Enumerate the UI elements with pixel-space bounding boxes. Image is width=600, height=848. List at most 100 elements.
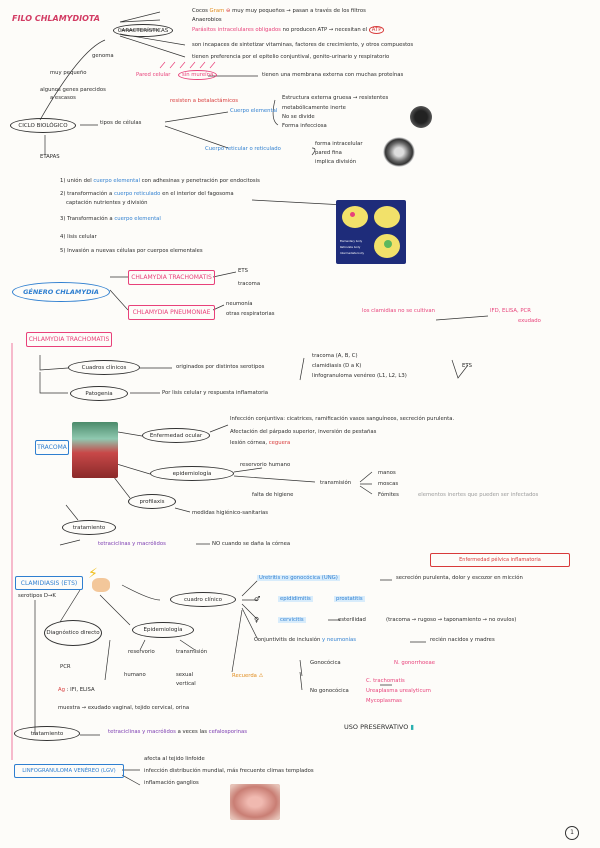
ag-label: Ag <box>58 687 65 693</box>
trachomatis-box-2: CHLAMYDIA TRACHOMATIS <box>26 332 112 347</box>
no-atp: no producen ATP <box>282 27 328 33</box>
resisten-label: resisten a betalactámicos <box>170 98 239 104</box>
transmision-label: transmisión <box>320 480 352 486</box>
ifi-label: IFI, ELISA <box>70 687 95 693</box>
preservativo-row: USO PRESERVATIVO ▮ <box>344 723 414 731</box>
falta-label: falta de higiene <box>252 492 294 498</box>
uso-label: USO PRESERVATIVO <box>344 723 409 731</box>
page-number: 1 <box>565 826 579 840</box>
caracteristicas-node: CARACTERÍSTICAS <box>113 24 173 37</box>
e2-c: en el interior del fagosoma <box>162 191 234 197</box>
etapa-1: 1) unión del cuerpo elemental con adhesi… <box>60 178 260 184</box>
epidemiologia-node: epidemiología <box>150 466 234 481</box>
e1-a: 1) unión del <box>60 178 92 184</box>
neumonias-label: y neumonías <box>322 637 357 643</box>
pelvis-icon <box>92 578 110 592</box>
sin-mureina: sin mureína <box>178 70 218 81</box>
otras-label: otras respiratorias <box>226 311 275 317</box>
sexual-label: sexual <box>176 672 194 678</box>
ocular-3a: lesión córnea, <box>230 440 268 446</box>
esterilidad-desc: (tracoma → rugoso → taponamiento → no ov… <box>386 617 517 623</box>
tratamiento2-row: tetraciclinas y macrólidos a veces las c… <box>108 729 247 735</box>
male-icon: ♂ <box>254 595 261 603</box>
cultivo-label: los clamidias no se cultivan <box>362 308 435 314</box>
no-gonococica-label: No gonocócica <box>310 688 349 694</box>
cocos-desc: muy muy pequeños <box>232 8 285 14</box>
ce-1: Estructura externa gruesa → resistentes <box>282 95 389 101</box>
ifd-label: IFD, ELISA, PCR <box>490 308 531 314</box>
tipos-label: tipos de células <box>100 120 142 126</box>
lightning-icon: ⚡ <box>88 566 98 582</box>
etapa-3: 3) Transformación a cuerpo elemental <box>60 216 161 222</box>
e1-c: con adhesinas y penetración por endocito… <box>141 178 260 184</box>
e2-a: 2) transformación a <box>60 191 113 197</box>
epidemiologia2-node: Epidemiología <box>132 622 194 638</box>
char-parasitos: Parásitos intracelulares obligados no pr… <box>192 26 385 34</box>
etapa-5: 5) Invasión a nuevas células por cuerpos… <box>60 248 203 254</box>
ctrach-label: C. trachomatis <box>366 678 405 684</box>
muestra-label: muestra → exudado vaginal, tejido cervic… <box>58 705 190 711</box>
tracoma-box: TRACOMA <box>35 440 69 455</box>
tratamiento2-node: tratamiento <box>14 726 80 741</box>
parasitos-label: Parásitos intracelulares obligados <box>192 27 281 33</box>
uretritis-desc: secreción purulenta, dolor y escozor en … <box>396 575 523 581</box>
genoma-label: genoma <box>92 53 114 59</box>
warning-icon: ⚠ <box>258 673 264 679</box>
diagnostico-node: Diagnóstico directo <box>44 620 102 646</box>
ocular-1: Infección conjuntiva: cicatrices, ramifi… <box>230 416 455 422</box>
pneumoniae-box: CHLAMYDIA PNEUMONIAE <box>128 305 215 320</box>
tratamiento-1b: NO cuando se daña la córnea <box>212 541 291 547</box>
serotipos-label: serotipos D→K <box>18 593 56 599</box>
legend-1: Elementary body <box>340 240 363 243</box>
muy-pequeno: muy pequeño <box>50 70 87 76</box>
ceguera-label: ceguera <box>268 440 291 446</box>
condom-icon: ▮ <box>410 723 414 731</box>
exudado-label: exudado <box>518 318 541 324</box>
linfogranuloma-box: LINFOGRANULOMA VENÉREO (LGV) <box>14 764 124 778</box>
legend-3: Intermediate body <box>340 252 364 255</box>
ocular-3: lesión córnea, ceguera <box>230 440 290 446</box>
char-incapaces: son incapaces de sintetizar vitaminas, f… <box>192 42 414 48</box>
enf-pelvica-box: Enfermedad pélvica inflamatoria <box>430 553 570 567</box>
neumonia-label: neumonía <box>226 301 253 307</box>
e3-a: 3) Transformación a <box>60 216 113 222</box>
tratamiento-node: tratamiento <box>62 520 116 535</box>
ngon-label: N. gonorrhoeae <box>394 660 436 666</box>
ce-4: Forma infecciosa <box>282 123 327 129</box>
reticulate-body-image <box>383 137 415 167</box>
elementos-label: elementos inertes que pueden ser infecta… <box>418 492 539 498</box>
serotipo-2: clamidiasis (D a K) <box>312 363 362 369</box>
prostatitis-label: prostatitis <box>334 596 365 603</box>
ciclo-node: CICLO BIOLÓGICO <box>10 118 76 133</box>
ocular-2: Afectación del párpado superior, inversi… <box>230 429 377 435</box>
etapa-4: 4) lisis celular <box>60 234 97 240</box>
profilaxis-node: profilaxis <box>128 494 176 509</box>
life-cycle-image: Elementary body Reticulate body Intermed… <box>336 200 406 264</box>
page-title: FILO CHLAMYDIOTA <box>12 14 100 23</box>
necesitan: necesitan el <box>334 27 368 33</box>
cuadro-clinico-node: cuadro clínico <box>170 592 236 607</box>
gonococica-label: Gonocócica <box>310 660 341 666</box>
linfo-3: inflamación ganglios <box>144 780 199 786</box>
serotipo-1: tracoma (A, B, C) <box>312 353 358 359</box>
esterilidad-label: esterilidad <box>338 617 366 623</box>
ganglio-image <box>230 784 280 820</box>
ce-3: No se divide <box>282 114 315 120</box>
cuadros-node: Cuadros clínicos <box>68 360 140 375</box>
ce-2: metabólicamente inerte <box>282 105 346 111</box>
char-preferencia: tienen preferencia por el epitelio conju… <box>192 54 390 60</box>
cr-1: forma intracelular <box>315 141 363 147</box>
vertical-label: vertical <box>176 681 196 687</box>
linfo-1: afecta al tejido linfoide <box>144 756 205 762</box>
algunos-genes: algunos genes parecidos <box>40 87 106 93</box>
reservorio2-label: reservorio <box>128 649 155 655</box>
originados-label: originados por distintos serotipos <box>176 364 265 370</box>
elemental-body-image <box>410 106 432 128</box>
pared-label: Pared celular <box>136 72 171 78</box>
transmision2-label: transmisión <box>176 649 208 655</box>
linfo-2: infección distribución mundial, más frec… <box>144 768 314 774</box>
etapas-label: ETAPAS <box>40 154 60 160</box>
uretritis-label: Uretritis no gonocócica (UNG) <box>257 575 340 582</box>
avec-label: a veces las <box>177 729 207 735</box>
